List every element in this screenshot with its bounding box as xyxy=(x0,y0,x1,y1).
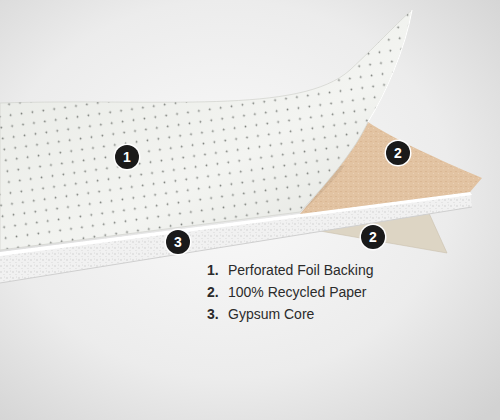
callout-number: 2 xyxy=(386,141,410,165)
callout-number: 1 xyxy=(115,145,139,169)
legend-text: 100% Recycled Paper xyxy=(228,284,367,300)
foil-perforations xyxy=(0,10,412,250)
foil-sheet xyxy=(0,10,412,250)
legend-number: 2. xyxy=(207,284,219,300)
legend-number: 3. xyxy=(207,306,219,322)
legend-text: Gypsum Core xyxy=(228,306,314,322)
legend-number: 1. xyxy=(207,262,219,278)
callout-number: 2 xyxy=(361,225,385,249)
callout-number: 3 xyxy=(166,230,190,254)
foil-highlight xyxy=(368,10,412,122)
legend-text: Perforated Foil Backing xyxy=(228,262,374,278)
